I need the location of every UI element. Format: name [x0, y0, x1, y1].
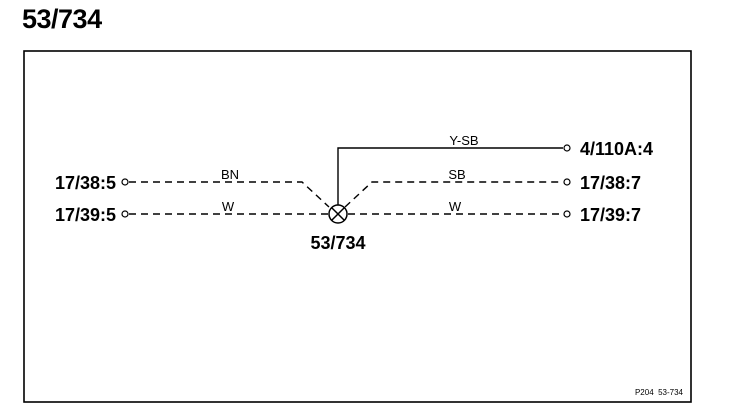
wire-color-right-top: Y-SB: [449, 133, 478, 148]
wire-color-left-bottom: W: [222, 199, 235, 214]
wire-right-top[interactable]: [337, 147, 563, 206]
wire-color-right-mid: SB: [448, 167, 465, 182]
wire-color-left-top: BN: [221, 167, 239, 182]
wire-color-right-bottom: W: [449, 199, 462, 214]
terminal-left-bottom[interactable]: [121, 210, 129, 218]
terminal-right-mid[interactable]: [563, 178, 571, 186]
connector-label-right-mid: 17/38:7: [580, 173, 641, 193]
connector-label-right-bottom: 17/39:7: [580, 205, 641, 225]
connector-label-left-top: 17/38:5: [55, 173, 116, 193]
terminal-right-top[interactable]: [563, 144, 571, 152]
terminal-right-bottom[interactable]: [563, 210, 571, 218]
connector-label-left-bottom: 17/39:5: [55, 205, 116, 225]
splice-icon[interactable]: [328, 204, 348, 224]
terminal-left-top[interactable]: [121, 178, 129, 186]
wire-left-top[interactable]: [129, 181, 330, 208]
connector-label-right-top: 4/110A:4: [580, 139, 653, 159]
page-title: 53/734: [22, 4, 102, 34]
reference-code: P204 53-734: [635, 388, 684, 397]
splice-label: 53/734: [310, 233, 365, 253]
diagram-frame: [23, 50, 692, 403]
wire-right-mid[interactable]: [344, 181, 563, 208]
